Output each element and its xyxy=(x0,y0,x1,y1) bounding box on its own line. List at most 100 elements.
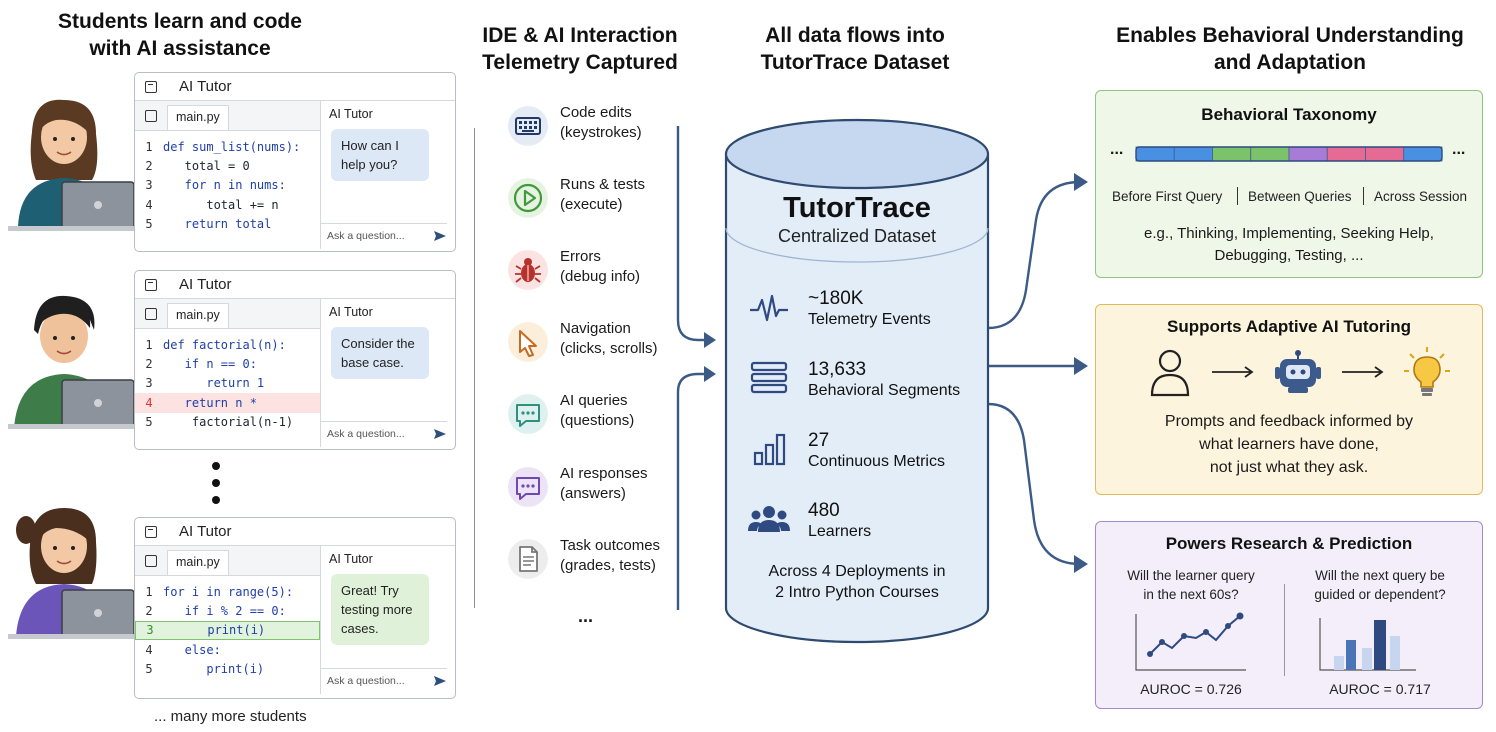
dataset-subtitle: Centralized Dataset xyxy=(777,226,937,246)
header-dataset: All data flows into TutorTrace Dataset xyxy=(760,24,950,74)
stat-telemetry-events: ~180K Telemetry Events xyxy=(748,288,988,332)
stat-behavioral-segments: 13,633 Behavioral Segments xyxy=(748,359,988,403)
ide-titlebar: AI Tutor xyxy=(135,271,455,299)
telemetry-sub: (answers) xyxy=(560,485,626,502)
divider xyxy=(1284,584,1285,676)
taxonomy-segment xyxy=(1326,146,1366,162)
taxonomy-bar-outline xyxy=(1135,146,1443,162)
taxonomy-ellipsis-left: ... xyxy=(1110,141,1124,158)
bug-icon xyxy=(508,250,548,290)
taxonomy-label-before: Before First Query xyxy=(1112,189,1223,204)
code-line[interactable]: 5 factorial(n-1) xyxy=(135,413,320,432)
telemetry-label: Runs & tests xyxy=(560,176,646,193)
document-icon xyxy=(508,539,548,579)
ask-input[interactable]: Ask a question... xyxy=(321,421,447,447)
code-line[interactable]: 5 print(i) xyxy=(135,660,320,679)
send-icon[interactable] xyxy=(433,229,447,243)
ask-placeholder: Ask a question... xyxy=(327,230,405,242)
code-line[interactable]: 2 if n == 0: xyxy=(135,354,320,373)
line-number: 2 xyxy=(145,604,153,619)
header-telemetry: IDE & AI Interaction Telemetry Captured xyxy=(482,24,678,74)
arrow-right-icon xyxy=(1212,366,1254,378)
ide-title: AI Tutor xyxy=(179,523,232,540)
line-number: 5 xyxy=(145,415,153,430)
error-code-line[interactable]: 4 return n * xyxy=(135,393,320,413)
stat-value: 480 xyxy=(808,500,840,521)
code-text: return 1 xyxy=(163,376,265,391)
research-title: Powers Research & Prediction xyxy=(1165,534,1413,553)
ide-title: AI Tutor xyxy=(179,78,232,95)
line-number: 1 xyxy=(145,337,153,352)
code-line[interactable]: 3 for n in nums: xyxy=(135,176,320,195)
send-icon[interactable] xyxy=(433,674,447,688)
stat-label: Continuous Metrics xyxy=(808,453,945,470)
taxonomy-segment xyxy=(1365,146,1405,162)
code-line[interactable]: 3 return 1 xyxy=(135,374,320,393)
file-icon xyxy=(145,308,157,320)
code-line[interactable]: 5 return total xyxy=(135,215,320,234)
ai-message-bubble: Consider the base case. xyxy=(331,327,429,379)
dataset-footer-1: Across 4 Deployments in xyxy=(768,563,946,580)
waveform-icon xyxy=(750,294,788,322)
ask-input[interactable]: Ask a question... xyxy=(321,668,447,694)
adaptive-line-3: not just what they ask. xyxy=(1209,459,1369,476)
telemetry-ai-responses: AI responses (answers) xyxy=(500,465,690,515)
ide-titlebar: AI Tutor xyxy=(135,73,455,101)
code-text: if i % 2 == 0: xyxy=(163,604,286,619)
stat-label: Telemetry Events xyxy=(808,311,931,328)
taxonomy-segment xyxy=(1250,146,1290,162)
file-icon xyxy=(145,555,157,567)
telemetry-navigation: Navigation (clicks, scrolls) xyxy=(500,320,690,370)
adaptive-title: Supports Adaptive AI Tutoring xyxy=(1167,317,1411,336)
ide-title: AI Tutor xyxy=(179,276,232,293)
chat-title: AI Tutor xyxy=(329,305,373,319)
code-line[interactable]: 2 if i % 2 == 0: xyxy=(135,601,320,620)
ai-chat-panel: AI Tutor Consider the base case. Ask a q… xyxy=(321,299,455,447)
divider xyxy=(1237,187,1238,205)
telemetry-sub: (grades, tests) xyxy=(560,557,656,574)
many-more-students-caption: ... many more students xyxy=(154,708,307,725)
lightbulb-icon xyxy=(1404,347,1450,396)
student-2-illustration xyxy=(8,295,140,429)
chat-title: AI Tutor xyxy=(329,552,373,566)
student-3-illustration xyxy=(8,508,140,639)
send-icon[interactable] xyxy=(433,427,447,441)
line-number: 5 xyxy=(145,217,153,232)
code-text: print(i) xyxy=(163,662,265,677)
code-text: def sum_list(nums): xyxy=(163,139,301,154)
tab-main-py[interactable]: main.py xyxy=(167,303,229,328)
dataset-cylinder xyxy=(724,118,990,644)
taxonomy-ellipsis-right: ... xyxy=(1452,141,1466,158)
taxonomy-label-between: Between Queries xyxy=(1248,189,1352,204)
code-line[interactable]: 4 total += n xyxy=(135,195,320,214)
code-line[interactable]: 4 else: xyxy=(135,640,320,659)
telemetry-bracket xyxy=(474,128,488,608)
telemetry-runs-tests: Runs & tests (execute) xyxy=(500,176,690,226)
line-number: 3 xyxy=(146,623,154,638)
people-icon xyxy=(748,506,790,532)
ask-input[interactable]: Ask a question... xyxy=(321,223,447,249)
code-line[interactable]: 2 total = 0 xyxy=(135,156,320,175)
ide-titlebar: AI Tutor xyxy=(135,518,455,546)
telemetry-label: Task outcomes xyxy=(560,537,661,554)
telemetry-task-outcomes: Task outcomes (grades, tests) xyxy=(500,537,690,587)
tab-main-py[interactable]: main.py xyxy=(167,550,229,575)
telemetry-label: Errors xyxy=(560,248,601,265)
window-icon xyxy=(145,278,157,291)
tab-main-py[interactable]: main.py xyxy=(167,105,229,130)
keyboard-icon xyxy=(508,106,548,146)
ai-message-bubble: Great! Try testing more cases. xyxy=(331,574,429,645)
telemetry-label: AI responses xyxy=(560,465,648,482)
passing-code-line[interactable]: 3 print(i) xyxy=(135,620,320,641)
code-text: total += n xyxy=(163,197,279,212)
robot-icon xyxy=(1275,350,1321,393)
